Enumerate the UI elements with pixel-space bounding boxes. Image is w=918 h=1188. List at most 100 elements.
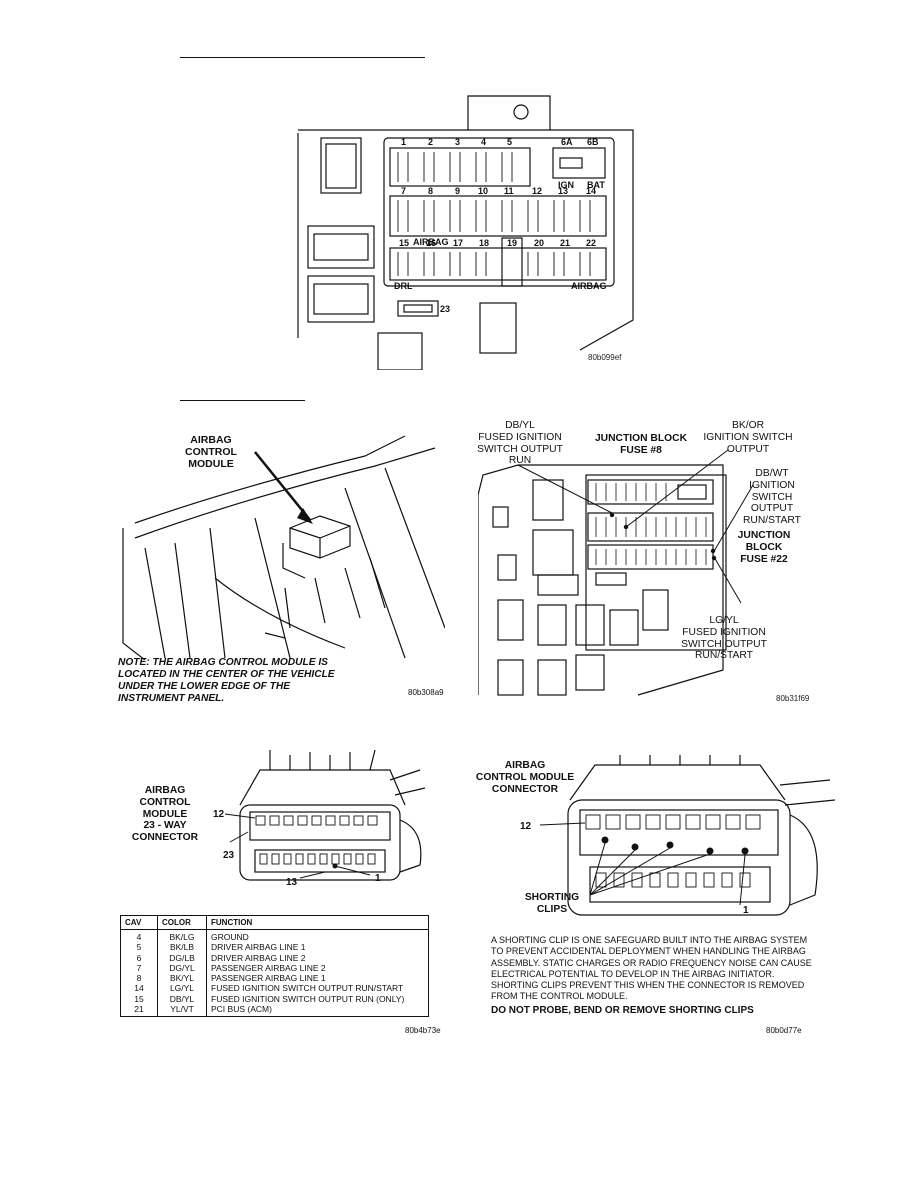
fuse-number: 4 [481,137,486,147]
airbag-label: AIRBAG [571,281,607,291]
callout-line: IGNITION [749,479,795,491]
shorting-clips-label: SHORTING CLIPS [520,892,584,916]
callout-line: SWITCH [751,491,793,503]
table-cell: DRIVER AIRBAG LINE 1 [211,942,306,953]
fuse-number: 2 [428,137,433,147]
table-cell: YL/VT [157,1004,207,1017]
table-header-row: CAV COLOR FUNCTION [120,915,429,930]
callout-line: AIRBAG [190,434,232,446]
table-cell: DG/LB [157,952,207,963]
table-cell: GROUND [211,932,249,942]
title-line: CONNECTOR [491,783,559,795]
fuse-number: 22 [586,238,596,248]
callout-line: RUN/START [695,650,753,662]
table-cell: DRIVER AIRBAG LINE 2 [211,952,306,963]
table-cell: DG/YL [157,962,207,974]
callout-line: CONTROL [185,446,237,458]
fuse-number: 13 [558,186,568,196]
callout-line: OUTPUT [726,443,770,455]
top-heading-rule [180,57,425,58]
fuse-number: 3 [455,137,460,147]
fuse-number: 14 [586,186,596,196]
title-line: AIRBAG [504,760,546,771]
pin-label: 1 [375,873,381,884]
table-cell: BK/LB [157,942,207,953]
shorting-clip-explanation: A SHORTING CLIP IS ONE SAFEGUARD BUILT I… [491,935,812,1002]
title-line: AIRBAG [144,785,186,796]
junction-block-diagram: 80b31f69 [478,449,810,703]
table-cell: BK/LG [157,929,207,943]
figure-code: 80b308a9 [408,688,444,697]
fuse-number: 1 [401,137,406,147]
fuse-number: 12 [532,186,542,196]
shorting-connector-title: AIRBAG CONTROL MODULE CONNECTOR [470,760,580,795]
table-cell: PASSENGER AIRBAG LINE 2 [211,962,326,973]
label-line: SHORTING [524,892,580,903]
shorting-clips-illustration: 12 1 [520,755,836,916]
callout-line: FUSED IGNITION [478,431,562,443]
pin-label: 12 [520,821,532,832]
connector-title: AIRBAG CONTROL MODULE 23 - WAY CONNECTOR [128,785,202,844]
table-cell: 7 [120,962,158,974]
column-header: CAV [120,915,158,930]
fuse-block-diagram: 1 2 3 4 5 6A 6B IGN BAT 7 8 9 10 11 12 1… [297,95,634,370]
fuse-number: 6B [587,137,599,147]
fuse-number: 15 [399,238,409,248]
table-cell: PASSENGER AIRBAG LINE 1 [211,973,326,984]
table-cell: BK/YL [157,973,207,984]
fuse-number: 10 [478,186,488,196]
fuse-number: 19 [507,238,517,248]
table-cell: 6 [120,952,158,963]
callout-line: JUNCTION [737,530,791,541]
lgyl-callout: LG/YL FUSED IGNITION SWITCH OUTPUT RUN/S… [676,615,772,662]
section-heading-rule [180,400,305,401]
figure-code: 80b0d77e [766,1026,802,1035]
table-cell: 15 [120,993,158,1005]
table-cell: FUSED IGNITION SWITCH OUTPUT RUN (ONLY) [211,993,405,1004]
callout-line: OUTPUT [750,503,794,515]
column-header: COLOR [157,915,207,930]
figure-code: 80b31f69 [776,694,810,703]
fuse-number: 18 [479,238,489,248]
fuse-number: 23 [440,304,450,314]
table-cell: 14 [120,983,158,994]
fuse-number: 20 [534,238,544,248]
ign-label: IGN [558,180,574,190]
drl-label: DRL [394,281,413,291]
connector-23-way-illustration: 12 23 13 1 [213,750,426,888]
table-cell: FUSED IGNITION SWITCH OUTPUT RUN/START [211,983,404,994]
callout-line: BK/OR [731,420,765,431]
fuse-number: 7 [401,186,406,196]
callout-line: DB/WT [755,468,789,479]
title-line: MODULE [142,808,188,820]
title-line: 23 - WAY [143,820,187,832]
callout-line: RUN [508,455,532,467]
pin-label: 13 [286,877,298,888]
column-header: FUNCTION [206,915,429,930]
callout-line: JUNCTION BLOCK [594,433,688,444]
dbwt-callout: DB/WT IGNITION SWITCH OUTPUT RUN/START [740,468,804,527]
callout-line: LG/YL [709,615,739,626]
callout-line: RUN/START [743,515,801,527]
module-location-illustration [122,435,445,660]
table-cell: 8 [120,973,158,984]
fuse-number: 17 [453,238,463,248]
fuse-number: 5 [507,137,512,147]
title-line: CONNECTOR [131,832,199,844]
callout-line: FUSE #22 [740,553,788,565]
figure-code: 80b4b73e [405,1026,441,1035]
callout-line: IGNITION SWITCH [703,431,793,443]
table-cell: 4 [120,929,158,943]
callout-line: BLOCK [745,541,783,553]
pin-label: 1 [743,905,749,916]
fuse-number: 16 [426,238,436,248]
table-cell: DB/YL [157,993,207,1005]
